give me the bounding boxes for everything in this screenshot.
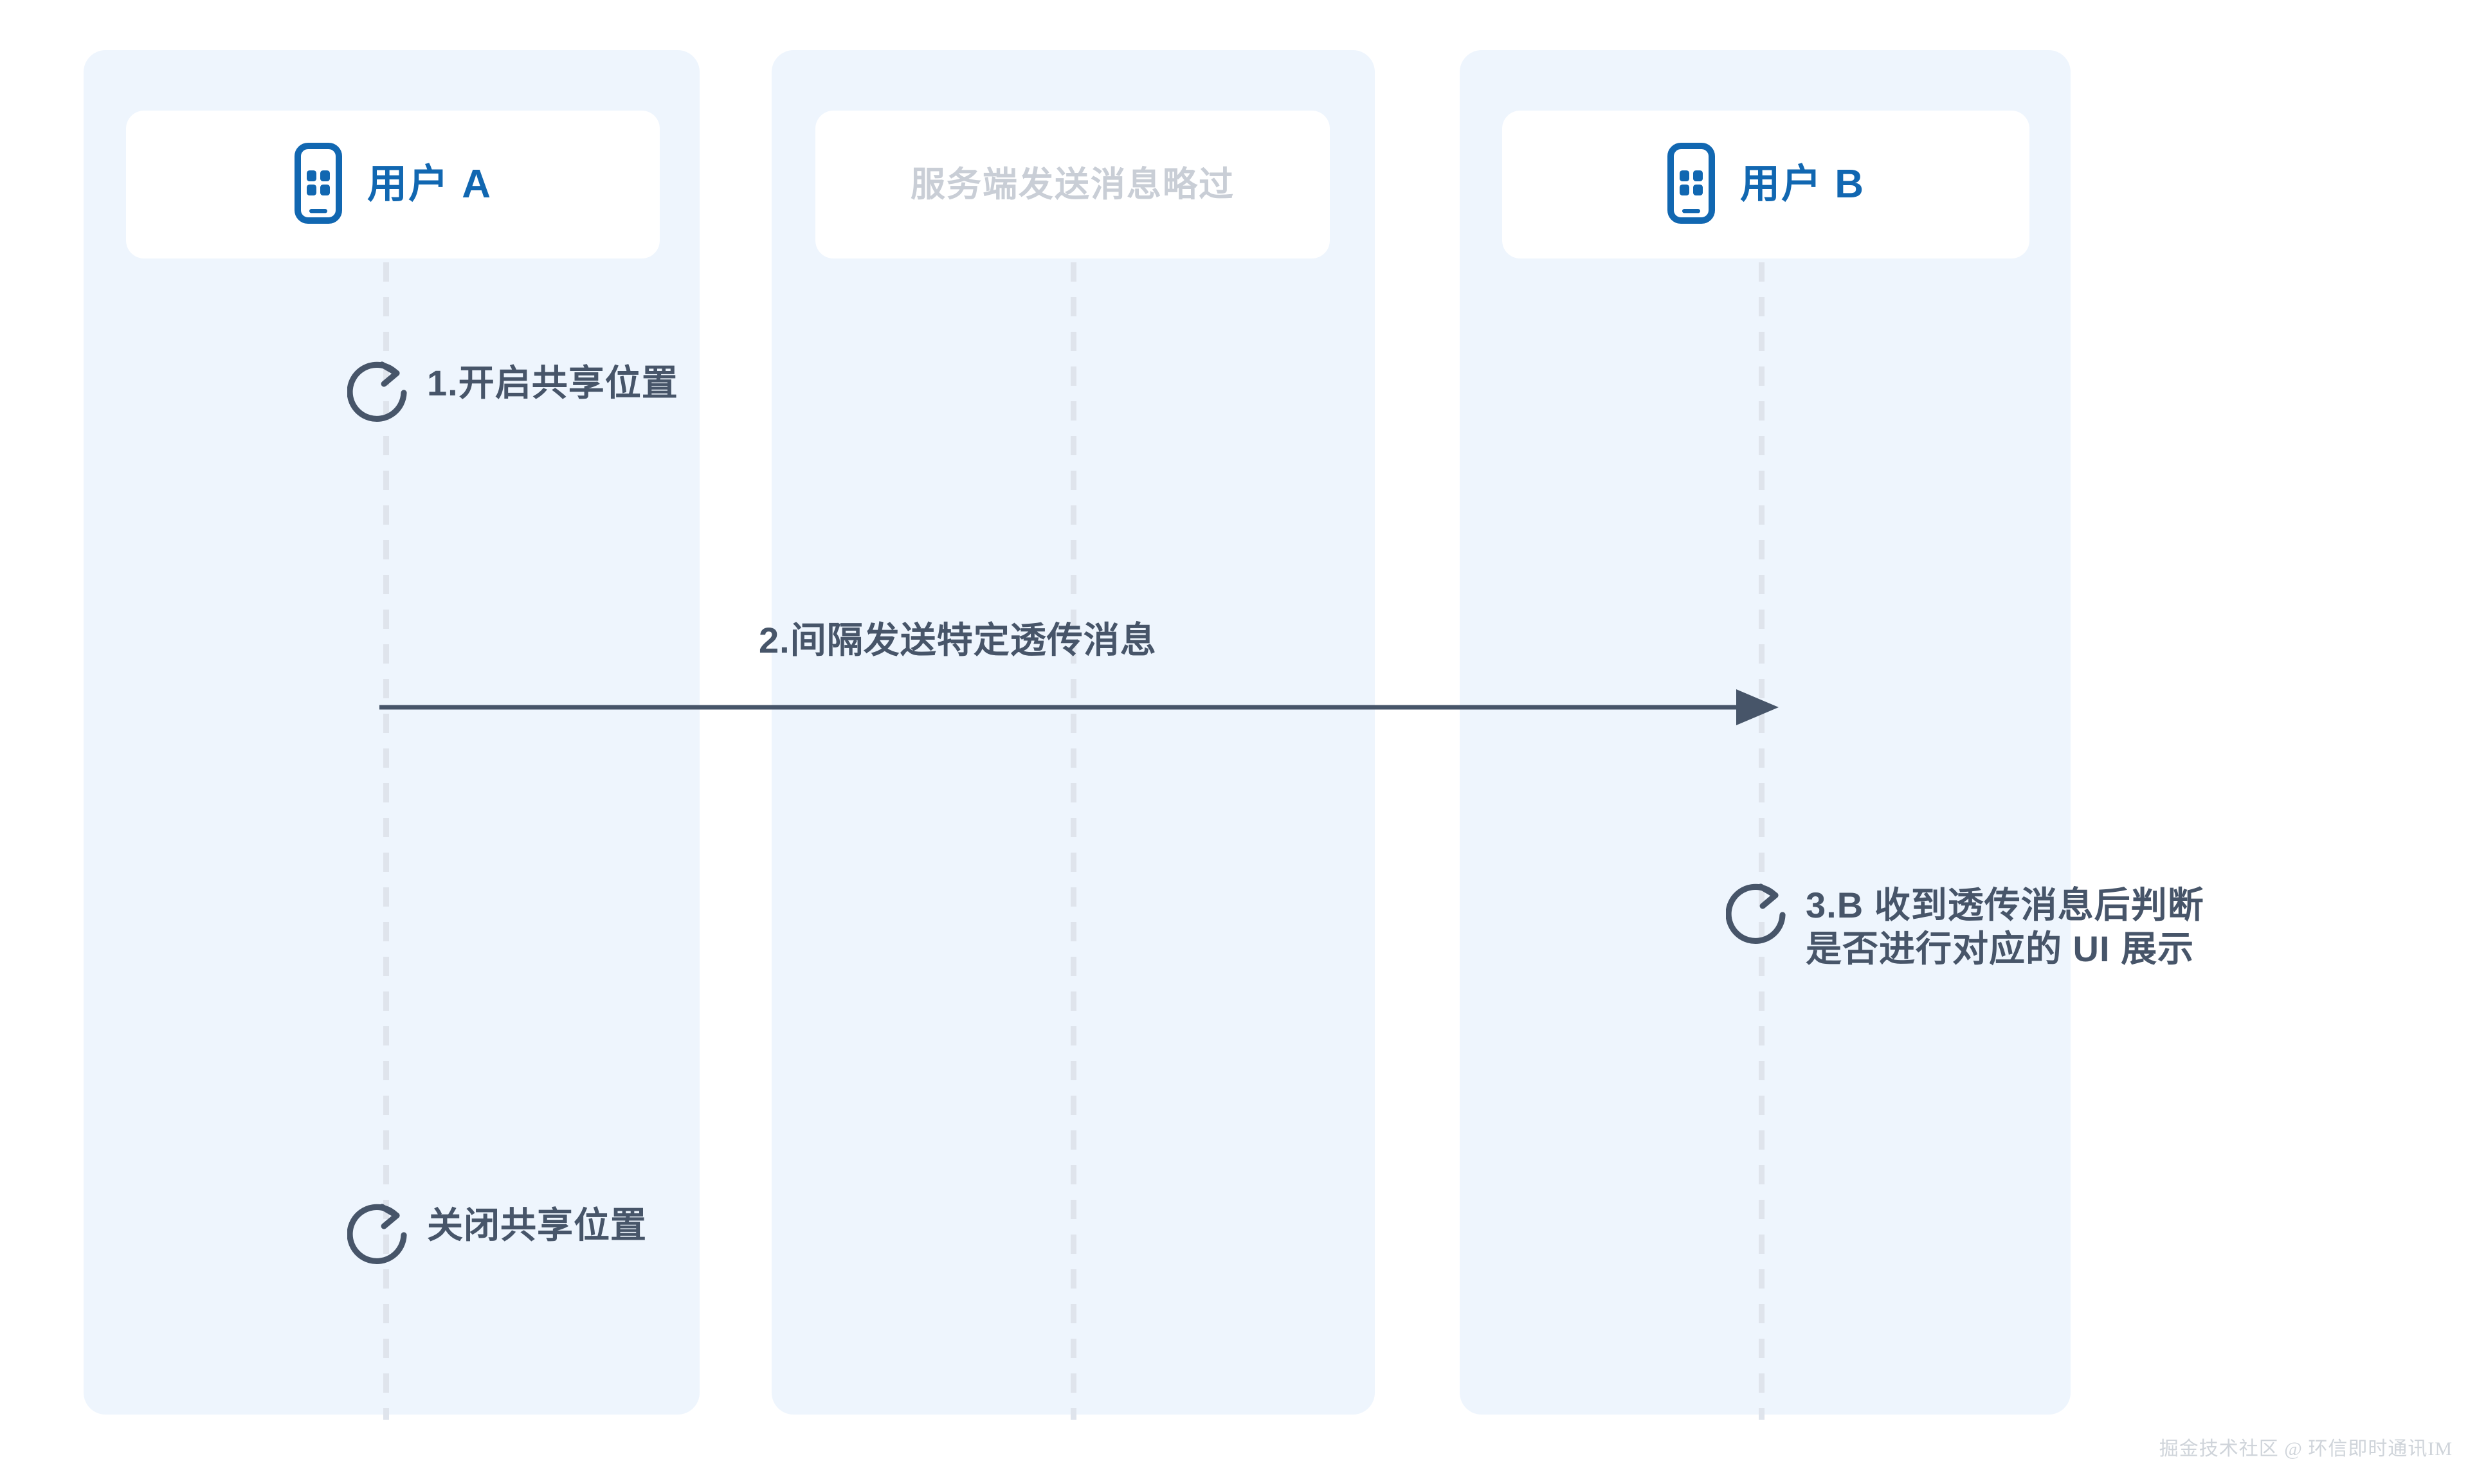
arrow-right-icon (379, 675, 1781, 739)
actor-label-user-a: 用户 A (367, 162, 492, 206)
step-close-share[interactable]: 关闭共享位置 (347, 1200, 647, 1278)
message-label: 2.间隔发送特定透传消息 (759, 620, 1157, 660)
step-label: 1.开启共享位置 (427, 363, 678, 403)
lifeline-server (1071, 262, 1076, 1420)
actor-card-user-a[interactable]: 用户 A (126, 111, 660, 258)
actor-label-server: 服务端发送消息略过 (911, 165, 1235, 204)
actor-content-user-b: 用户 B (1667, 142, 1865, 228)
loop-arrow-icon (1725, 880, 1797, 957)
phone-icon (294, 142, 343, 228)
loop-arrow-icon (347, 1200, 418, 1278)
actor-content-user-a: 用户 A (294, 142, 492, 228)
lifeline-user-a (383, 262, 389, 1420)
actor-card-server[interactable]: 服务端发送消息略过 (815, 111, 1330, 258)
step-b-handle[interactable]: 3.B 收到透传消息后判断 是否进行对应的 UI 展示 (1725, 880, 2204, 972)
loop-arrow-icon (347, 357, 418, 435)
actor-label-user-b: 用户 B (1739, 162, 1865, 206)
lane-background-user-b (1460, 50, 2071, 1415)
phone-icon (1667, 142, 1716, 228)
watermark: 掘金技术社区 @ 环信即时通讯IM (2159, 1438, 2453, 1460)
lifeline-user-b (1759, 262, 1765, 1420)
step-open-share[interactable]: 1.开启共享位置 (347, 357, 678, 435)
step-label: 3.B 收到透传消息后判断 是否进行对应的 UI 展示 (1806, 885, 2204, 970)
step-label: 关闭共享位置 (427, 1205, 647, 1245)
actor-card-user-b[interactable]: 用户 B (1502, 111, 2029, 258)
lane-background-user-a (84, 50, 700, 1415)
